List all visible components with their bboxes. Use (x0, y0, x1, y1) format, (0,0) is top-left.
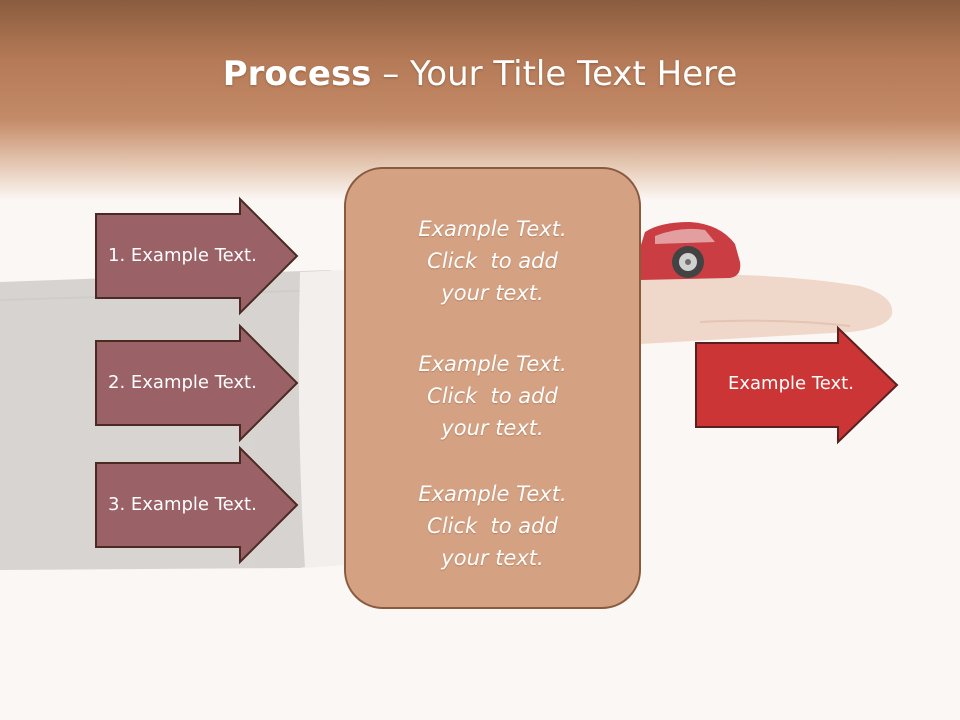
title-bold: Process (222, 54, 372, 94)
center-text-box[interactable] (344, 167, 641, 609)
paragraph-line: your text. (441, 546, 544, 570)
toy-car-icon (640, 222, 741, 280)
left-arrow-3-label: 3. Example Text. (108, 494, 257, 515)
paragraph-line: Example Text. (418, 482, 567, 506)
left-arrow-2-label: 2. Example Text. (108, 372, 257, 393)
right-arrow-label: Example Text. (728, 373, 854, 394)
title-rest: – Your Title Text Here (371, 54, 738, 94)
center-paragraph-2: Example Text. Click to add your text. (345, 348, 640, 444)
left-arrow-3[interactable] (95, 445, 299, 565)
paragraph-line: Example Text. (418, 217, 567, 241)
paragraph-line: your text. (441, 416, 544, 440)
center-paragraph-3: Example Text. Click to add your text. (345, 478, 640, 574)
slide-title[interactable]: Process – Your Title Text Here (0, 52, 960, 96)
left-arrow-2[interactable] (95, 323, 299, 443)
left-arrow-1-label: 1. Example Text. (108, 245, 257, 266)
center-paragraph-1: Example Text. Click to add your text. (345, 213, 640, 309)
paragraph-line: Click to add (427, 384, 558, 408)
left-arrow-1[interactable] (95, 196, 299, 316)
shirt-cuff (298, 270, 345, 568)
paragraph-line: your text. (441, 281, 544, 305)
paragraph-line: Click to add (427, 514, 558, 538)
right-arrow[interactable] (695, 325, 899, 445)
paragraph-line: Click to add (427, 249, 558, 273)
title-banner (0, 0, 960, 200)
paragraph-line: Example Text. (418, 352, 567, 376)
palm-shape (640, 274, 893, 344)
